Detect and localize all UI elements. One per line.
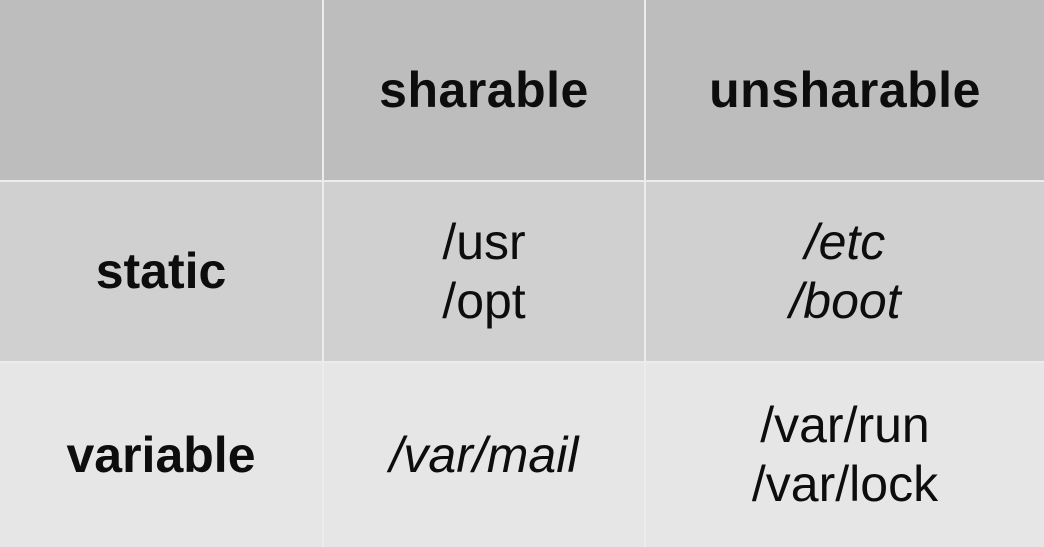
dir-entry: /boot	[789, 272, 901, 329]
row-header-label: static	[95, 243, 227, 299]
corner-cell	[0, 0, 324, 182]
cell-static-unsharable: /etc /boot	[646, 182, 1044, 363]
dir-entry: /usr	[442, 213, 526, 270]
row-header-variable: variable	[0, 363, 324, 547]
column-header-label: unsharable	[709, 61, 981, 118]
cell-static-sharable: /usr /opt	[324, 182, 646, 363]
row-header-label: variable	[66, 426, 256, 483]
dir-entry: /etc	[804, 213, 886, 270]
dir-entry: /opt	[442, 272, 526, 329]
row-header-static: static	[0, 182, 324, 363]
column-header-sharable: sharable	[324, 0, 646, 182]
column-header-unsharable: unsharable	[646, 0, 1044, 182]
cell-variable-unsharable: /var/run /var/lock	[646, 363, 1044, 547]
column-header-label: sharable	[379, 61, 589, 118]
dir-entry: /var/lock	[751, 456, 939, 512]
dir-entry: /var/run	[760, 397, 930, 453]
dir-entry: /var/mail	[389, 426, 579, 483]
cell-variable-sharable: /var/mail	[324, 363, 646, 547]
